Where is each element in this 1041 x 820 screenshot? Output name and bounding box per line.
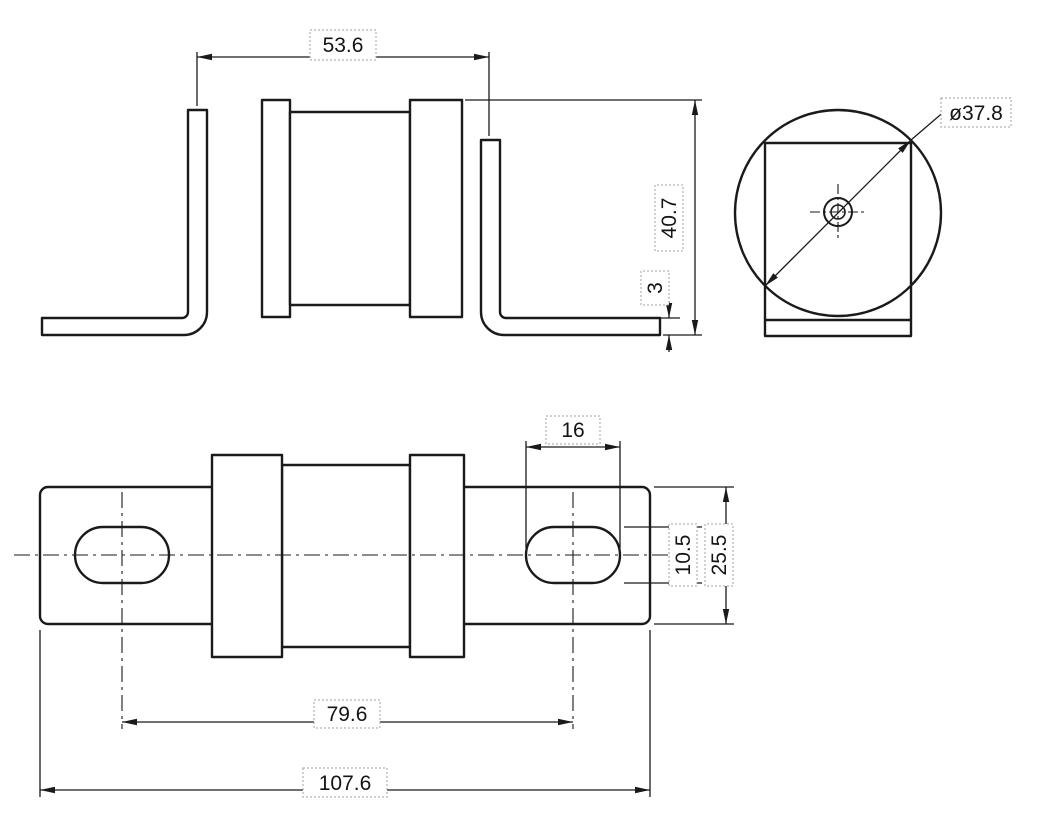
dim-body-diameter: ø37.8 [764,97,1012,287]
dim-label-rotated: 10.5 [668,523,698,587]
dim-label-rotated: 25.5 [704,523,734,587]
end-view [733,108,943,338]
fuse-end-cap-left [260,98,292,319]
dim-hole-centers: 79.6 [122,699,573,729]
dim-slot-width: 10.5 [624,523,702,587]
dim-label-box [668,523,698,587]
fuse-end-cap-right-plan [408,453,466,659]
dim-slot-width-label: 10.5 [672,535,695,576]
dim-label-box [704,523,734,587]
dim-body-diameter-label: ø37.8 [949,102,1003,125]
fuse-end-cap-left-plan [210,453,284,659]
dim-overall-length-label: 107.6 [319,772,372,795]
dim-overall-height-label: 40.7 [658,198,681,239]
mounting-bracket-left [40,108,209,337]
dim-label-box [654,184,684,252]
fuse-body-circle [733,108,943,318]
side-view [40,98,662,337]
dim-overall-height: 40.7 [465,99,702,336]
diameter-line [764,139,912,287]
leader-line [910,109,947,141]
dim-label-box [940,97,1012,128]
fuse-body-center [288,110,412,307]
fuse-body-center-plan [280,463,412,649]
dim-label-box [309,29,377,61]
mounting-bracket-right [479,138,662,337]
dim-terminal-width-label: 25.5 [708,535,731,576]
dim-body-width-label: 53.6 [323,34,364,57]
dim-label-rotated: 40.7 [654,184,684,252]
dim-bracket-thickness: 3 [640,270,680,352]
dim-terminal-width: 25.5 [654,486,734,625]
dim-slot-length: 16 [525,415,621,548]
dim-label-box [302,767,388,798]
fuse-end-cap-right [408,98,464,319]
dim-body-width: 53.6 [196,29,490,136]
plan-view [14,453,686,729]
dim-overall-length: 107.6 [39,630,651,798]
bracket-front-outline [763,141,913,338]
dim-label-box [313,699,381,729]
dim-label-box [545,415,601,445]
dim-label-rotated: 3 [640,270,670,306]
dim-hole-centers-label: 79.6 [327,703,368,726]
dim-label-box [640,270,670,306]
dim-bracket-thickness-label: 3 [644,282,667,294]
dim-slot-length-label: 16 [561,419,584,442]
